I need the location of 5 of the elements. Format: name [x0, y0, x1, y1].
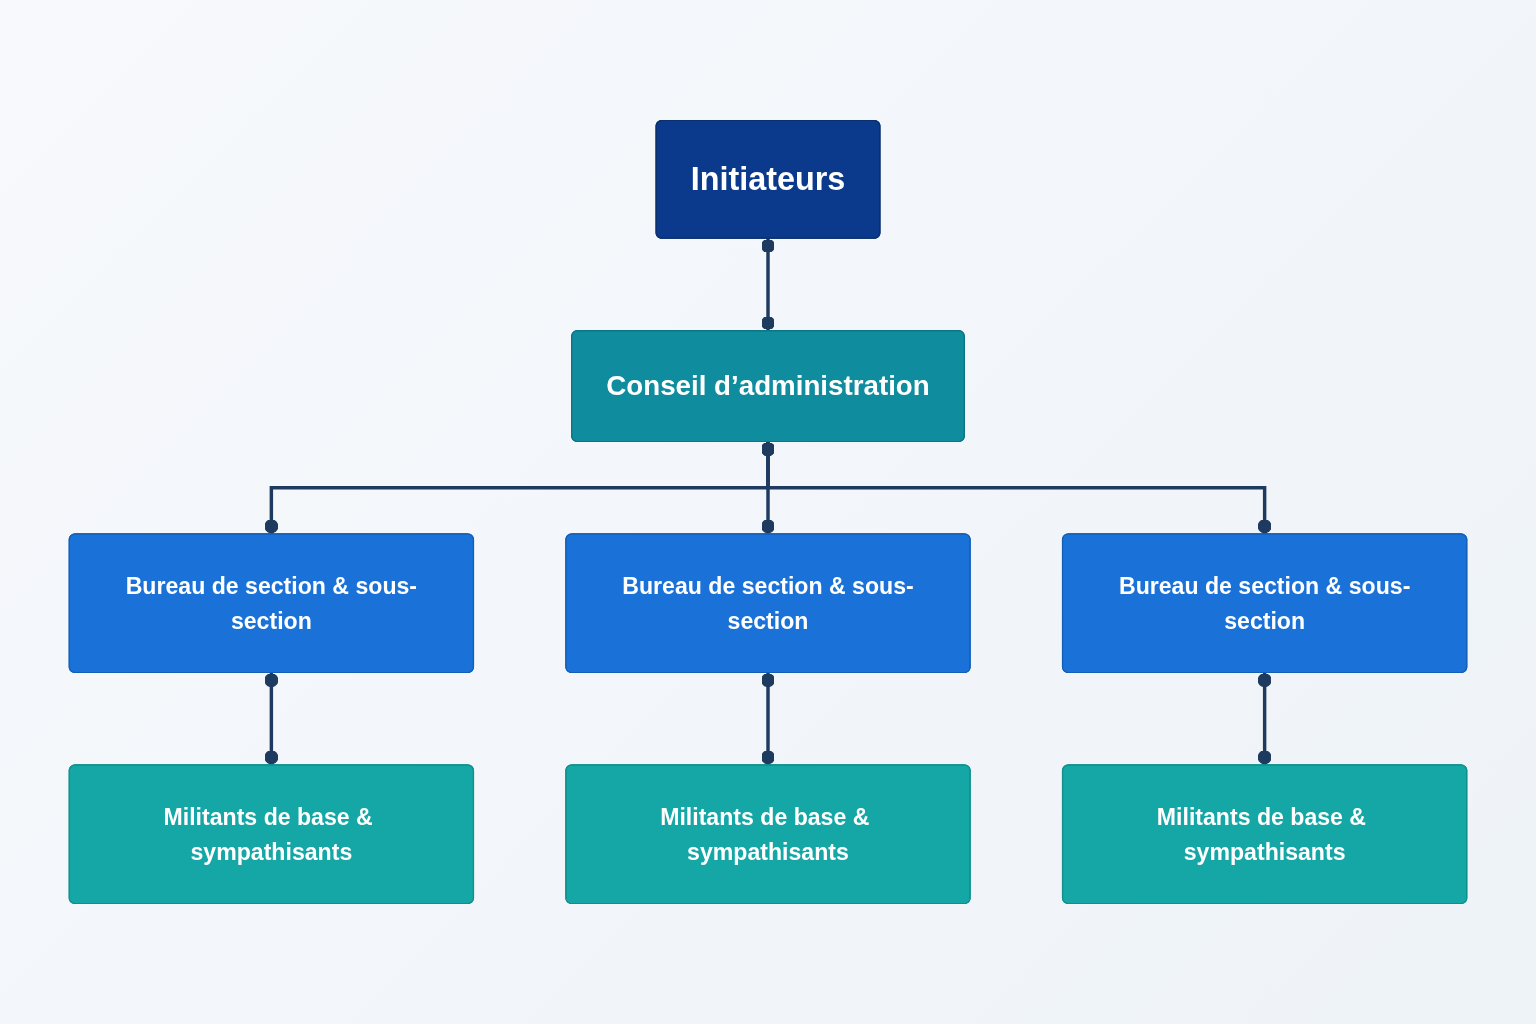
- connector: [264, 672, 279, 765]
- connector: [1257, 672, 1272, 765]
- connector: [761, 672, 775, 765]
- connector: [761, 238, 775, 331]
- connector: [761, 441, 1272, 534]
